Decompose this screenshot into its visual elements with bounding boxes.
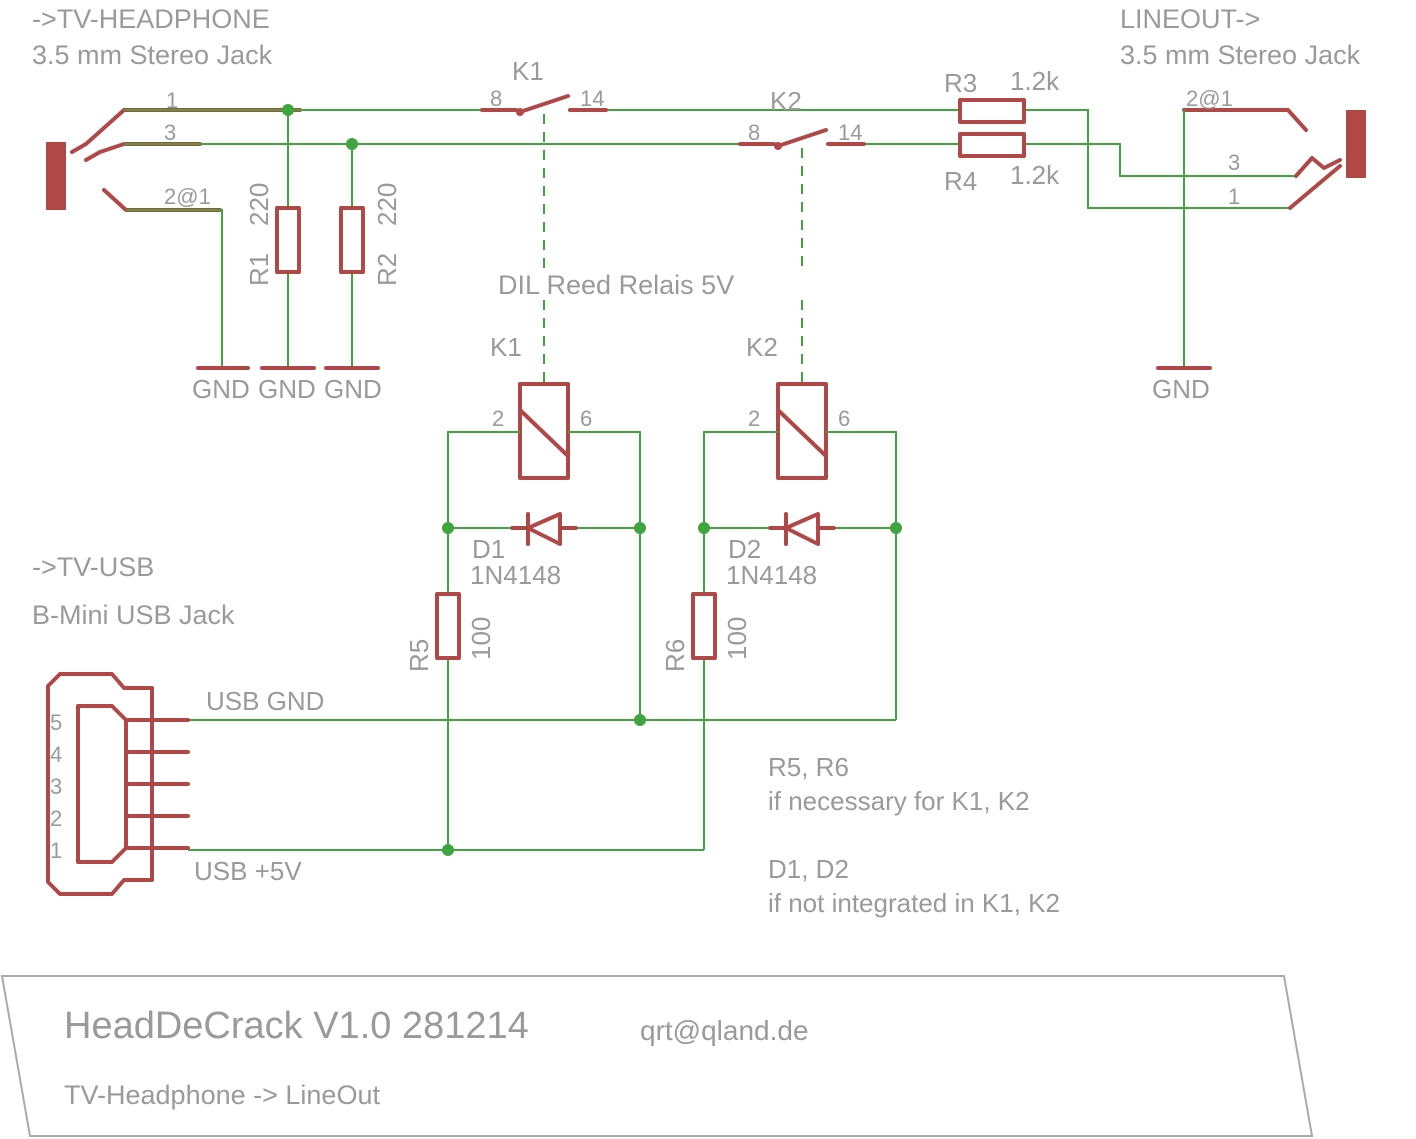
- output-jack-subtitle: 3.5 mm Stereo Jack: [1120, 40, 1361, 70]
- note-d-text: if not integrated in K1, K2: [768, 888, 1060, 918]
- k1-coil-name: K1: [490, 332, 522, 362]
- title-block-email: qrt@qland.de: [640, 1015, 809, 1046]
- note-r-text: if necessary for K1, K2: [768, 786, 1030, 816]
- title-block-description: TV-Headphone -> LineOut: [64, 1080, 380, 1110]
- usb-pin-3: 3: [50, 774, 62, 799]
- coil-k1: [518, 382, 570, 480]
- d2-name: D2: [728, 534, 761, 564]
- resistor-r4: [958, 132, 1026, 158]
- k1-pin-14: 14: [580, 86, 604, 111]
- coil-k2: [776, 382, 828, 480]
- diode-d1: [510, 512, 578, 546]
- output-pin-1: 1: [1228, 184, 1240, 209]
- usb-jack-symbol: [46, 672, 190, 896]
- resistor-r3: [958, 98, 1026, 124]
- input-pin-1: 1: [166, 88, 178, 113]
- k2-pin-8: 8: [748, 120, 760, 145]
- r2-name: R2: [372, 253, 402, 286]
- gnd-label-3: GND: [324, 374, 382, 404]
- r1-name: R1: [244, 253, 274, 286]
- title-block-frame: [0, 975, 1314, 1137]
- usb-pin-5: 5: [50, 710, 62, 735]
- resistor-r6: [691, 592, 717, 660]
- resistor-r5: [435, 592, 461, 660]
- d1-part: 1N4148: [470, 560, 561, 590]
- note-r-title: R5, R6: [768, 752, 849, 782]
- r6-value: 100: [722, 617, 752, 660]
- output-jack-title: LINEOUT->: [1120, 4, 1260, 34]
- input-jack-title: ->TV-HEADPHONE: [32, 4, 270, 34]
- k1-coil-pin-2: 2: [492, 406, 504, 431]
- relay-coupling: [543, 114, 803, 382]
- input-pin-2: 2@1: [164, 184, 211, 209]
- diode-d2: [768, 512, 836, 546]
- output-jack-symbol: [1182, 108, 1366, 210]
- switch-k2: [738, 128, 866, 150]
- switch-k1: [480, 94, 608, 116]
- r6-name: R6: [660, 639, 690, 672]
- r5-value: 100: [466, 617, 496, 660]
- relay-note: DIL Reed Relais 5V: [498, 270, 734, 300]
- d2-part: 1N4148: [726, 560, 817, 590]
- usb-pin-1: 1: [50, 838, 62, 863]
- usb-pin-2: 2: [50, 806, 62, 831]
- k2-switch-name: K2: [770, 86, 802, 116]
- r5-name: R5: [404, 639, 434, 672]
- k1-coil-pin-6: 6: [580, 406, 592, 431]
- k2-pin-14: 14: [838, 120, 862, 145]
- d1-name: D1: [472, 534, 505, 564]
- k2-coil-pin-2: 2: [748, 406, 760, 431]
- r4-value: 1.2k: [1010, 160, 1060, 190]
- usb-gnd-label: USB GND: [206, 686, 324, 716]
- resistor-r1: [275, 206, 301, 274]
- r1-value: 220: [244, 183, 274, 226]
- input-jack-subtitle: 3.5 mm Stereo Jack: [32, 40, 273, 70]
- signal-wires: [124, 104, 1296, 368]
- r3-value: 1.2k: [1010, 66, 1060, 96]
- r3-name: R3: [944, 68, 977, 98]
- k1-pin-8: 8: [490, 86, 502, 111]
- r4-name: R4: [944, 166, 977, 196]
- input-pin-3: 3: [164, 120, 176, 145]
- output-gnd-label: GND: [1152, 374, 1210, 404]
- usb-title: ->TV-USB: [32, 552, 154, 582]
- k1-switch-name: K1: [512, 56, 544, 86]
- usb-vcc-label: USB +5V: [194, 856, 302, 886]
- gnd-label-2: GND: [258, 374, 316, 404]
- output-pin-3: 3: [1228, 150, 1240, 175]
- r2-value: 220: [372, 183, 402, 226]
- usb-subtitle: B-Mini USB Jack: [32, 600, 235, 630]
- resistor-r2: [339, 206, 365, 274]
- gnd-label-1: GND: [192, 374, 250, 404]
- output-pin-2: 2@1: [1186, 86, 1233, 111]
- title-block-title: HeadDeCrack V1.0 281214: [64, 1005, 529, 1047]
- output-ground-wire: [1156, 110, 1212, 370]
- note-d-title: D1, D2: [768, 854, 849, 884]
- usb-pin-4: 4: [50, 742, 62, 767]
- k2-coil-pin-6: 6: [838, 406, 850, 431]
- k2-coil-name: K2: [746, 332, 778, 362]
